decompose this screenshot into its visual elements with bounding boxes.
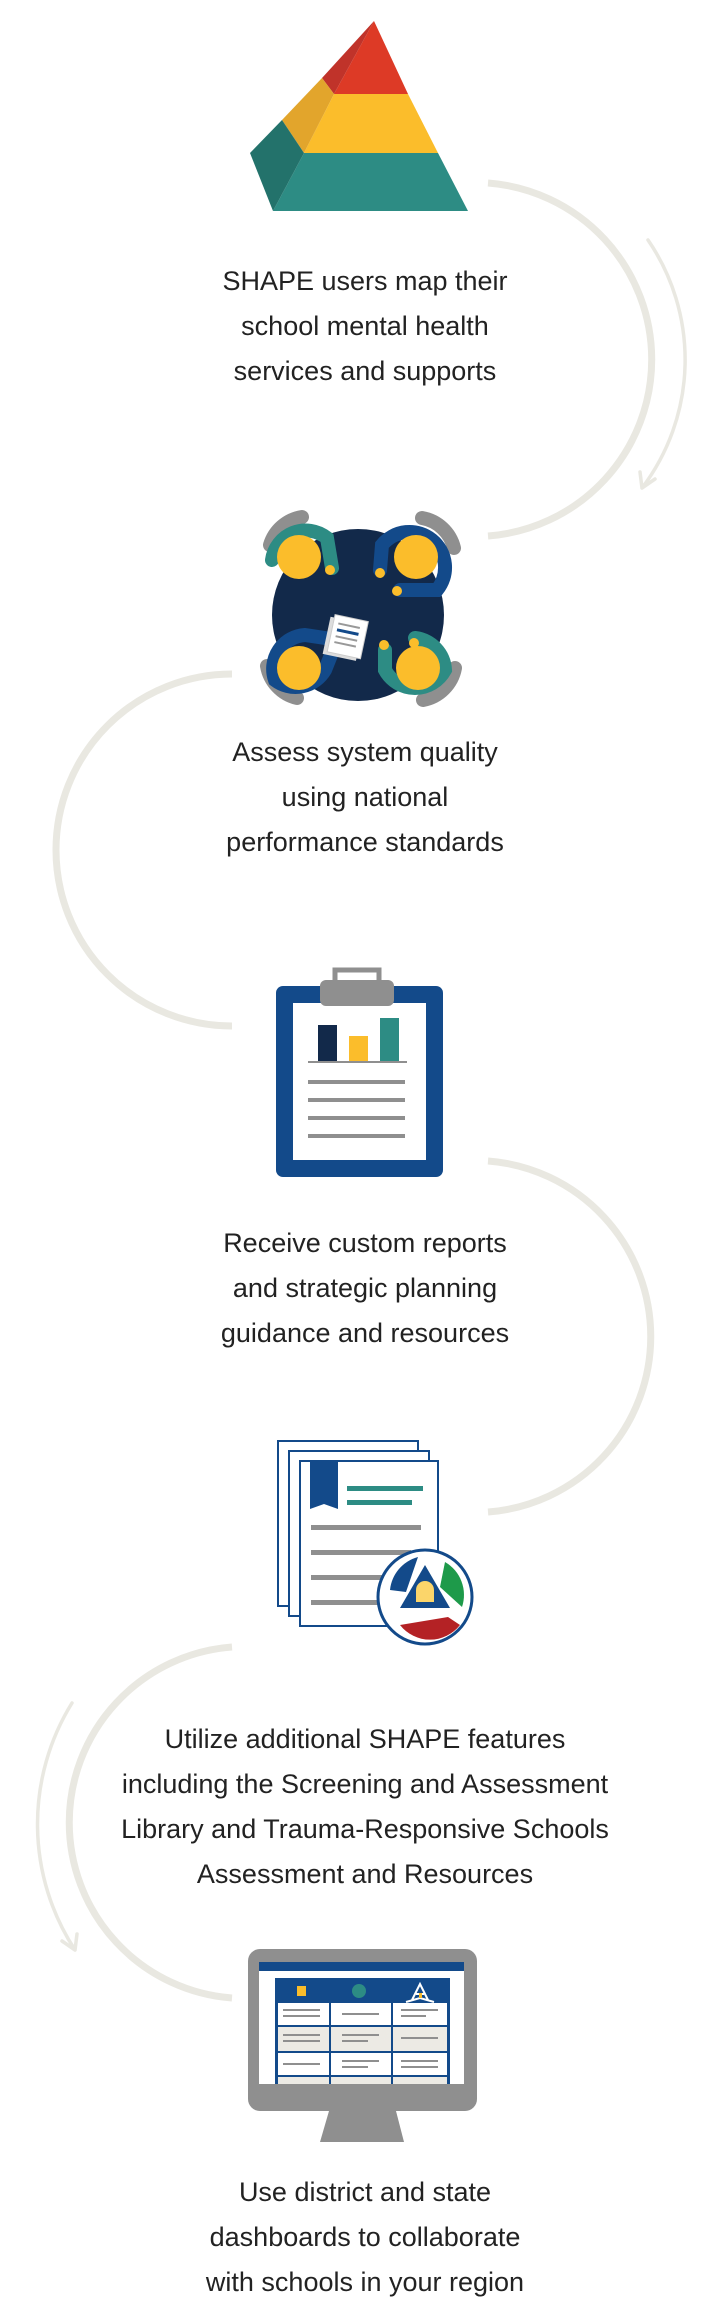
person-icon bbox=[263, 510, 339, 579]
step-text-line: Use district and state bbox=[238, 2177, 492, 2207]
step-text-line: school mental health bbox=[241, 311, 489, 341]
step-text-line: Assess system quality bbox=[232, 737, 498, 767]
person-icon bbox=[260, 627, 342, 705]
bookmark-icon bbox=[310, 1462, 338, 1509]
step-text-line: Utilize additional SHAPE features bbox=[164, 1724, 566, 1754]
step-text-line: with schools in your region bbox=[205, 2267, 525, 2297]
step-text-line: guidance and resources bbox=[220, 1318, 510, 1348]
person-icon bbox=[378, 631, 462, 707]
step-text-line: and strategic planning bbox=[232, 1273, 498, 1303]
step-4-description: Utilize additional SHAPE features includ… bbox=[0, 1717, 721, 1897]
pyramid-icon bbox=[250, 21, 468, 211]
step-text-line: including the Screening and Assessment bbox=[121, 1769, 609, 1799]
dashboard-monitor-icon bbox=[248, 1949, 477, 2142]
step-3-description: Receive custom reports and strategic pla… bbox=[0, 1221, 721, 1356]
step-text-line: Library and Trauma-Responsive Schools bbox=[121, 1814, 609, 1844]
team-meeting-icon bbox=[260, 510, 462, 707]
person-icon bbox=[373, 511, 461, 597]
step-5-description: Use district and state dashboards to col… bbox=[0, 2170, 721, 2305]
arrow-down-icon bbox=[35, 1701, 79, 1952]
arrow-down-icon bbox=[638, 238, 687, 490]
step-text-line: SHAPE users map their bbox=[222, 266, 508, 296]
step-text-line: performance standards bbox=[226, 827, 504, 857]
step-text-line: services and supports bbox=[233, 356, 497, 386]
clipboard-report-icon bbox=[276, 967, 443, 1177]
step-1-description: SHAPE users map their school mental heal… bbox=[0, 259, 721, 394]
connector-arc-1 bbox=[487, 179, 656, 540]
step-text-line: Receive custom reports bbox=[223, 1228, 507, 1258]
connector-arc-2 bbox=[52, 670, 233, 1030]
step-text-line: dashboards to collaborate bbox=[209, 2222, 521, 2252]
step-text-line: Assessment and Resources bbox=[196, 1859, 534, 1889]
step-text-line: using national bbox=[281, 782, 449, 812]
connector-arc-3 bbox=[487, 1157, 655, 1516]
trauma-responsive-schools-logo-icon bbox=[376, 1548, 474, 1646]
document-icon bbox=[322, 613, 369, 661]
documents-library-icon bbox=[277, 1440, 474, 1646]
connector-arcs bbox=[52, 179, 656, 2002]
step-2-description: Assess system quality using national per… bbox=[0, 730, 721, 865]
connector-arc-4 bbox=[65, 1643, 233, 2002]
